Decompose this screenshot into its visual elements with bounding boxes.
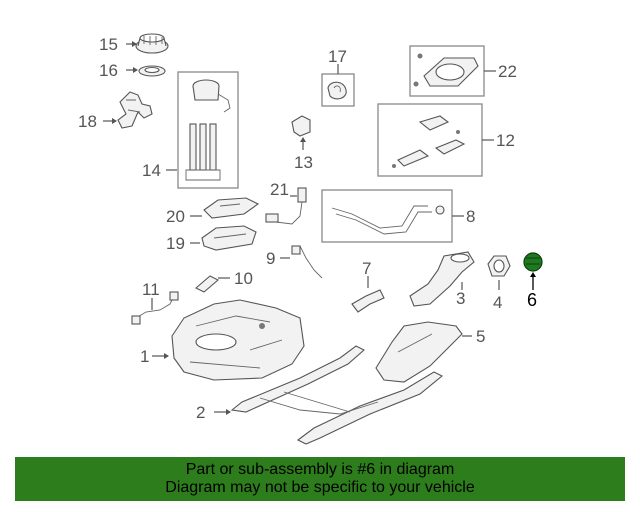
callout-19: 19 [166, 234, 185, 253]
callout-22: 22 [498, 62, 517, 81]
part-2-tank-straps[interactable] [230, 345, 444, 445]
part-11-vent-hose[interactable] [131, 291, 179, 325]
part-14-fuel-pump[interactable] [185, 79, 231, 181]
callout-2: 2 [196, 403, 205, 422]
notice-line-1: Part or sub-assembly is #6 in diagram [185, 461, 455, 478]
part-20-bracket[interactable] [203, 197, 260, 219]
part-12-sender-unit[interactable] [392, 115, 466, 168]
part-19-protector[interactable] [201, 225, 257, 251]
callout-9: 9 [266, 249, 275, 268]
callout-10: 10 [234, 269, 253, 288]
part-7-hose[interactable] [351, 289, 385, 313]
callout-1: 1 [140, 347, 149, 366]
part-9-hose[interactable] [291, 245, 323, 279]
notice-banner: Part or sub-assembly is #6 in diagram Di… [15, 457, 625, 501]
part-4-gasket[interactable] [487, 255, 511, 277]
part-16-ring[interactable] [138, 65, 166, 77]
part-14-box [177, 71, 239, 189]
callout-16: 16 [99, 61, 118, 80]
part-1-fuel-tank[interactable] [171, 299, 305, 381]
callout-7: 7 [362, 259, 371, 278]
part-5-heat-shield[interactable] [375, 321, 463, 383]
callout-15: 15 [99, 35, 118, 54]
part-8-fuel-line[interactable] [331, 205, 445, 235]
callout-20: 20 [166, 207, 185, 226]
callout-18: 18 [78, 112, 97, 131]
part-15-cap[interactable] [135, 33, 169, 54]
callout-13: 13 [294, 153, 313, 172]
callout-12: 12 [496, 131, 515, 150]
part-22-cover-plate[interactable] [413, 53, 479, 87]
part-17-clip[interactable] [327, 81, 347, 100]
callout-5: 5 [476, 327, 485, 346]
notice-line-2: Diagram may not be specific to your vehi… [165, 479, 475, 496]
part-13-sensor[interactable] [291, 115, 311, 137]
part-6-highlighted-cap[interactable] [523, 252, 543, 272]
callout-3: 3 [456, 289, 465, 308]
callout-11: 11 [142, 280, 160, 299]
exploded-parts-diagram: 15 16 18 14 17 22 [78, 33, 543, 445]
callout-17: 17 [328, 47, 347, 66]
part-3-filler-neck[interactable] [409, 251, 475, 307]
callout-4: 4 [493, 293, 502, 312]
part-18-bracket[interactable] [117, 91, 153, 129]
callout-6: 6 [527, 290, 537, 310]
callout-8: 8 [466, 207, 475, 226]
callout-14: 14 [142, 161, 161, 180]
part-10-hose[interactable] [195, 275, 219, 293]
part-21-harness[interactable] [265, 187, 307, 225]
callout-21: 21 [270, 180, 289, 199]
